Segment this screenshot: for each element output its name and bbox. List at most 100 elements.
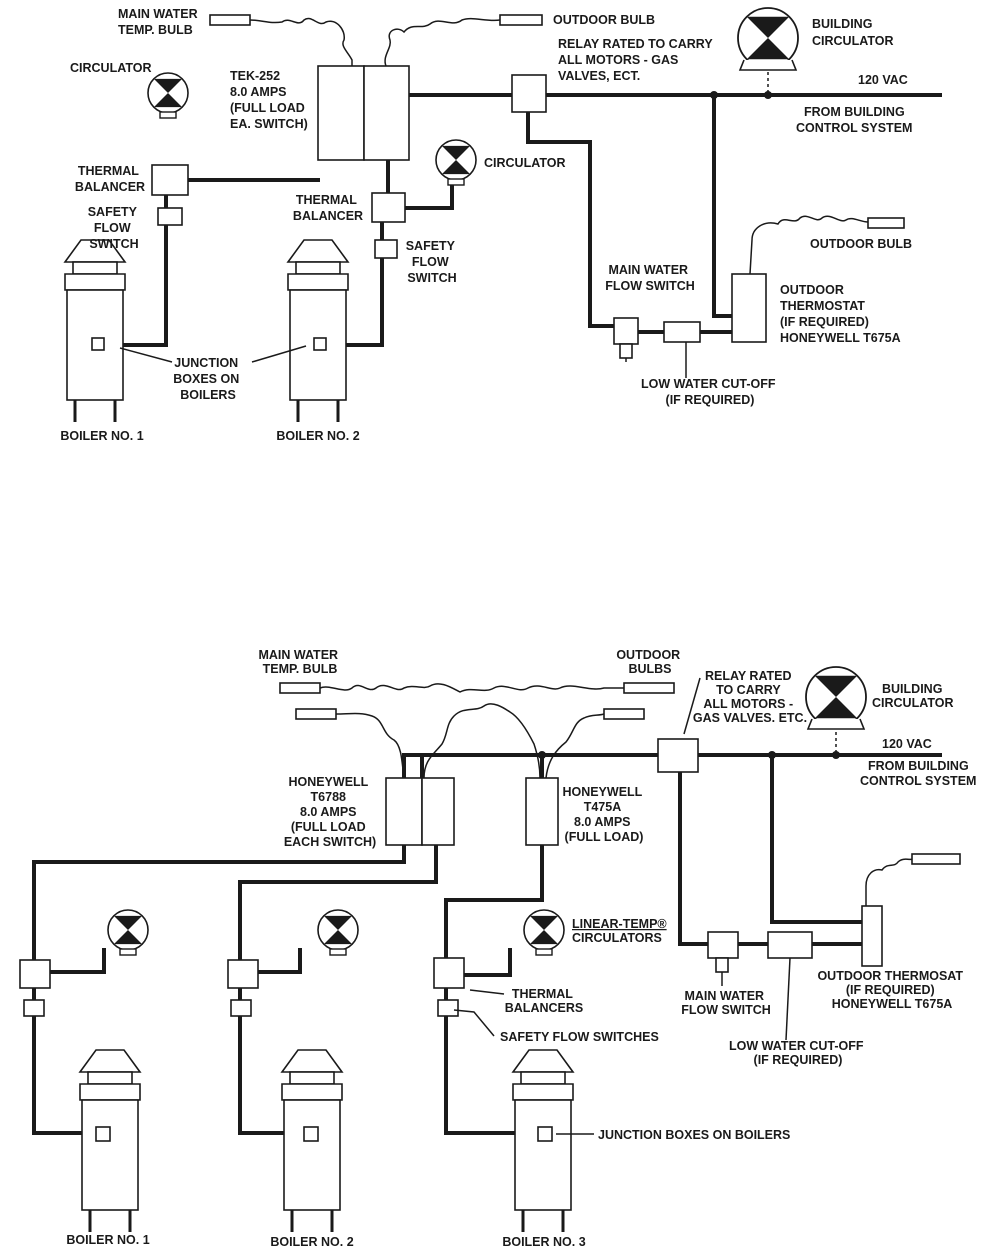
label-120vac-2: 120 VAC (882, 737, 932, 751)
boiler-2 (286, 238, 350, 424)
label-main-water-temp-bulb: MAIN WATER TEMP. BULB (118, 7, 201, 37)
outdoor-bulb-capillary-c (865, 857, 921, 906)
thermal-balancer-3 (433, 957, 465, 989)
thermal-balancer-2 (227, 959, 259, 989)
diagram1-wiring (106, 72, 942, 362)
main-water-temp-bulb-2 (279, 682, 321, 694)
outdoor-bulb-capillary (384, 17, 501, 67)
main-water-bulb-capillary-2 (319, 683, 624, 693)
outdoor-thermostat (731, 273, 767, 343)
junction-box-2-1 (95, 1126, 111, 1142)
honeywell-t6788-switch-1 (385, 777, 423, 846)
building-circulator-icon (737, 7, 799, 71)
low-water-cutoff (663, 321, 701, 343)
label-junction-boxes: JUNCTION BOXES ON BOILERS (173, 356, 242, 402)
safety-flow-switch-2 (230, 999, 252, 1017)
outdoor-bulb-top (499, 14, 543, 26)
boiler-2-3 (511, 1048, 575, 1234)
junction-box-boiler-2 (313, 337, 327, 351)
label-safety-flow-switches: SAFETY FLOW SWITCHES (500, 1030, 659, 1044)
outdoor-bulb-3 (911, 853, 961, 865)
label-circulator-mid: CIRCULATOR (484, 156, 565, 170)
label-boiler-2-1: BOILER NO. 1 (66, 1233, 149, 1247)
tek-252-switch-1 (317, 65, 365, 161)
label-junction-boxes-2: JUNCTION BOXES ON BOILERS (598, 1128, 790, 1142)
main-water-temp-bulb (209, 14, 251, 26)
circulator-left-icon (147, 72, 189, 119)
diagram-2: MAIN WATER TEMP. BULB OUTDOOR BULBS RELA… (19, 648, 976, 1249)
honeywell-t475a (525, 777, 559, 846)
boiler-2-2 (280, 1048, 344, 1234)
diagram2-wiring (32, 732, 942, 1135)
relay-box-2 (657, 738, 699, 773)
label-main-water-flow-switch: MAIN WATER FLOW SWITCH (605, 263, 695, 293)
outdoor-bulb-capillary-a (423, 703, 541, 779)
circulator-mid-icon (435, 139, 477, 186)
label-main-water-temp-bulb-2: MAIN WATER TEMP. BULB (258, 648, 341, 676)
label-relay: RELAY RATED TO CARRY ALL MOTORS - GAS VA… (558, 37, 716, 83)
label-low-water-cutoff: LOW WATER CUT-OFF (IF REQUIRED) (641, 377, 779, 407)
label-safety-flow-mid: SAFETY FLOW SWITCH (406, 239, 459, 285)
low-water-cutoff-2 (767, 931, 813, 959)
label-circulators: CIRCULATORS (572, 931, 662, 945)
label-honeywell-t475a: HONEYWELL T475A 8.0 AMPS (FULL LOAD) (562, 785, 645, 844)
circulator-boiler-1-icon (107, 909, 149, 956)
circulator-boiler-3-icon (523, 909, 565, 956)
label-honeywell-t6788: HONEYWELL T6788 8.0 AMPS (FULL LOAD EACH… (284, 775, 376, 849)
label-circulator-left: CIRCULATOR (70, 61, 151, 75)
main-water-flow-switch (613, 317, 639, 345)
label-relay-2: RELAY RATED TO CARRY ALL MOTORS - GAS VA… (693, 669, 807, 725)
label-building-circulator-2: BUILDING CIRCULATOR (872, 682, 953, 710)
outdoor-bulb-1 (623, 682, 675, 694)
safety-flow-switch-1 (23, 999, 45, 1017)
label-thermal-balancer-mid: THERMAL BALANCER (293, 193, 363, 223)
label-outdoor-thermostat-2: OUTDOOR THERMOSAT (IF REQUIRED) HONEYWEL… (817, 969, 966, 1011)
junction-box-2-3 (537, 1126, 553, 1142)
main-water-flow-switch-2 (707, 931, 739, 959)
outdoor-bulb-2 (603, 708, 645, 720)
label-outdoor-bulb-top: OUTDOOR BULB (553, 13, 655, 27)
label-low-water-cutoff-2: LOW WATER CUT-OFF (IF REQUIRED) (729, 1039, 867, 1067)
outdoor-bulb-right (867, 217, 905, 229)
diagram-1: MAIN WATER TEMP. BULB OUTDOOR BULB CIRCU… (60, 7, 942, 443)
label-boiler-1: BOILER NO. 1 (60, 429, 143, 443)
honeywell-t6788-switch-2 (421, 777, 455, 846)
tek-252-switch-2 (363, 65, 410, 161)
label-from-building: FROM BUILDING CONTROL SYSTEM (796, 105, 912, 135)
label-from-building-2: FROM BUILDING CONTROL SYSTEM (860, 759, 976, 788)
thermal-balancer-left (151, 164, 189, 196)
label-120vac: 120 VAC (858, 73, 908, 87)
label-outdoor-bulbs: OUTDOOR BULBS (616, 648, 683, 676)
label-boiler-2-2: BOILER NO. 2 (270, 1235, 353, 1249)
main-water-bulb-lower-capillary (335, 712, 405, 779)
label-outdoor-thermostat: OUTDOOR THERMOSTAT (IF REQUIRED) HONEYWE… (780, 283, 901, 345)
boiler-2-1 (78, 1048, 142, 1234)
main-water-temp-bulb-3 (295, 708, 337, 720)
label-tek-252: TEK-252 8.0 AMPS (FULL LOAD EA. SWITCH) (230, 69, 308, 131)
outdoor-bulb-right-capillary (749, 215, 869, 275)
label-main-water-flow-switch-2: MAIN WATER FLOW SWITCH (681, 989, 771, 1017)
outdoor-bulb-capillary-b (545, 713, 605, 779)
relay-box (511, 74, 547, 113)
thermal-balancer-1 (19, 959, 51, 989)
safety-flow-switch-mid (374, 239, 398, 259)
label-thermal-balancers: THERMAL BALANCERS (505, 987, 583, 1015)
thermal-balancer-mid (371, 192, 406, 223)
safety-flow-switch-left (157, 207, 183, 226)
label-outdoor-bulb-right: OUTDOOR BULB (810, 237, 912, 251)
label-thermal-balancer-left: THERMAL BALANCER (75, 164, 145, 194)
main-water-bulb-capillary (249, 17, 353, 66)
label-boiler-2-3: BOILER NO. 3 (502, 1235, 585, 1249)
label-linear-temp: LINEAR-TEMP® (572, 917, 667, 931)
junction-box-2-2 (303, 1126, 319, 1142)
label-boiler-2: BOILER NO. 2 (276, 429, 359, 443)
junction-box-boiler-1 (91, 337, 105, 351)
label-building-circulator: BUILDING CIRCULATOR (812, 17, 893, 48)
label-safety-flow-left: SAFETY FLOW SWITCH (88, 205, 141, 251)
circulator-boiler-2-icon (317, 909, 359, 956)
outdoor-thermostat-2 (861, 905, 883, 967)
building-circulator-2-icon (805, 666, 867, 730)
safety-flow-switch-3 (437, 999, 459, 1017)
boiler-1 (63, 238, 127, 424)
